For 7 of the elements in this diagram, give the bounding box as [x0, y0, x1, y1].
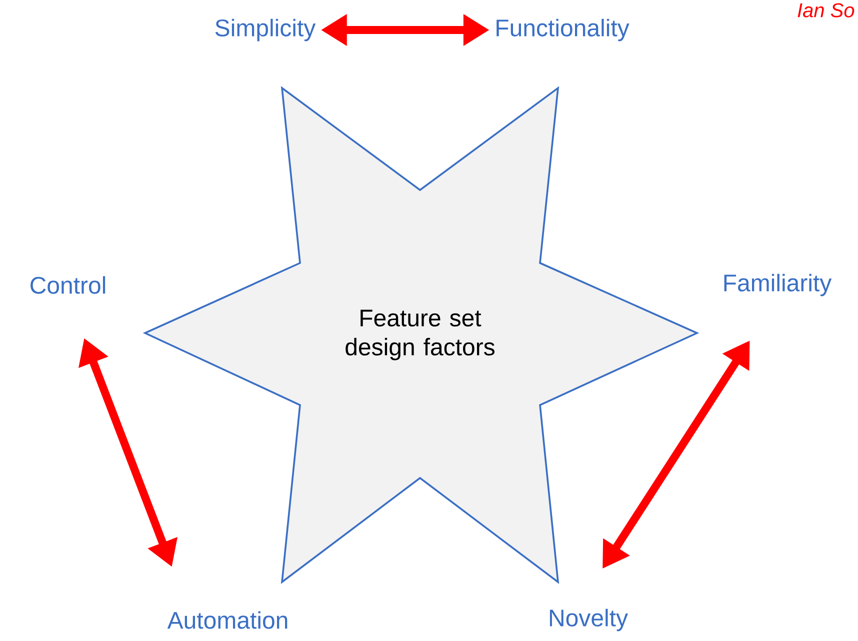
factor-label: Simplicity [215, 18, 316, 42]
factor-label: Control [30, 276, 106, 294]
factor-label: Functionality [496, 18, 630, 42]
factor-label: Novelty [550, 608, 628, 632]
factor-label: Familiarity [724, 274, 832, 296]
author-name: Ian So [798, 3, 854, 18]
factor-label: Automation [167, 611, 288, 629]
